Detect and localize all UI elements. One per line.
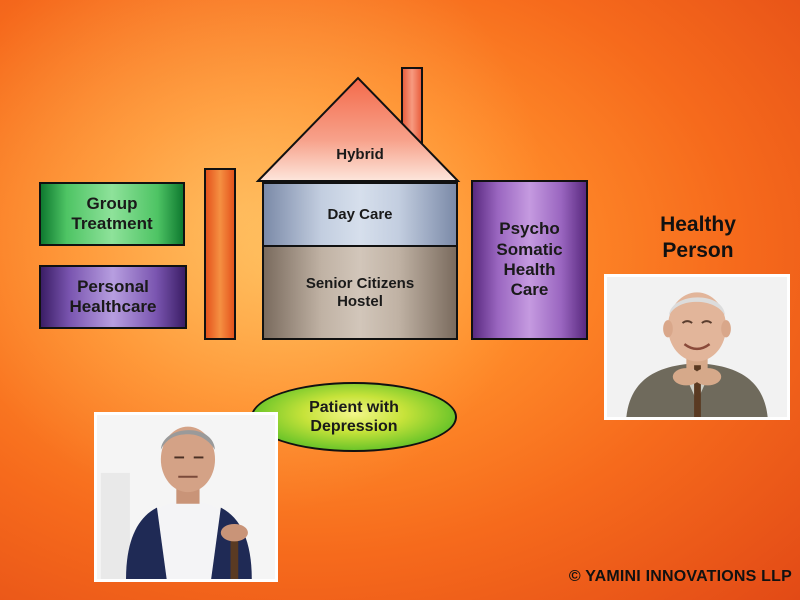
personal-healthcare-label-line2: Healthcare [69,297,157,316]
healthy-label-line2: Person [662,239,734,263]
psycho-label-line4: Care [510,280,549,300]
psycho-label-line3: Health [503,260,556,279]
personal-healthcare-box: Personal Healthcare [39,265,187,329]
psycho-label-line1: Psycho [499,219,560,239]
patient-with-depression-ellipse: Patient with Depression [251,382,457,452]
copyright-label: © YAMINI INNOVATIONS LLP [568,568,792,585]
group-treatment-label-line2: Treatment [71,214,153,233]
day-care-label: Day Care [327,205,393,223]
day-care-box: Day Care [262,182,458,246]
roof-triangle [255,76,461,182]
senior-hostel-label-line1: Senior Citizens [305,274,415,292]
patient-label-line2: Depression [310,418,398,435]
healthy-person-label: Healthy Person [628,212,768,265]
psycho-label-line2: Somatic [496,239,563,259]
personal-healthcare-label-line1: Personal [77,276,149,296]
group-treatment-box: Group Treatment [39,182,185,246]
senior-citizens-hostel-box: Senior Citizens Hostel [262,246,458,340]
hybrid-roof [255,67,461,182]
healthy-label-line1: Healthy [660,213,736,236]
patient-photo [94,412,278,582]
hybrid-label: Hybrid [336,146,384,163]
patient-label-line1: Patient with [309,398,399,416]
psycho-somatic-health-care-box: Psycho Somatic Health Care [471,180,588,340]
healthy-person-photo [604,274,790,420]
pillar-box [204,168,236,340]
group-treatment-label-line1: Group [86,193,138,213]
senior-hostel-label-line2: Hostel [337,292,383,310]
